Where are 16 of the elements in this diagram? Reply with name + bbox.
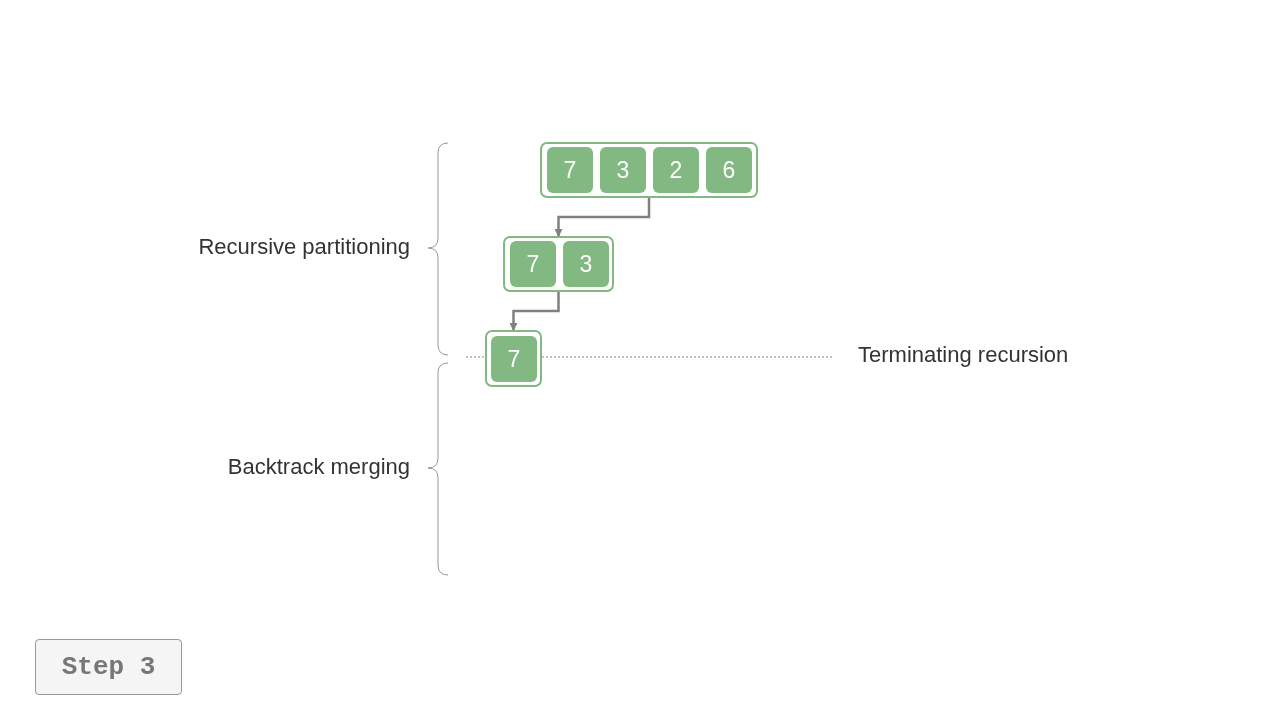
array-cell: 2: [653, 147, 699, 193]
array-cell: 7: [547, 147, 593, 193]
array-box: [503, 236, 614, 292]
step-label: Step 3: [35, 639, 182, 695]
arrow: [554, 198, 651, 237]
array-cell: 7: [510, 241, 556, 287]
arrow: [509, 292, 560, 331]
side-label: Recursive partitioning: [198, 234, 410, 260]
array-cell: 3: [600, 147, 646, 193]
array-cell: 3: [563, 241, 609, 287]
side-label: Backtrack merging: [227, 454, 410, 480]
side-label: Terminating recursion: [858, 342, 1069, 368]
array-box: [540, 142, 758, 198]
array-cell: 6: [706, 147, 752, 193]
array-cell: 7: [491, 336, 537, 382]
array-box: [485, 330, 542, 387]
